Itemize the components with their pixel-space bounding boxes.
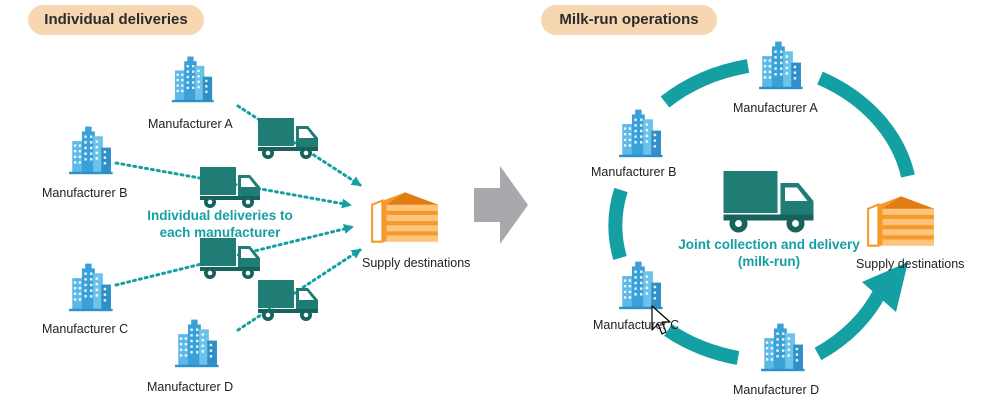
right-label-supply-destinations: Supply destinations — [856, 257, 965, 271]
building-icon — [69, 126, 113, 175]
truck-icon — [258, 280, 318, 321]
loop-arc-c-to-d — [664, 324, 740, 365]
right-label-manufacturer-c: Manufacturer C — [593, 318, 680, 332]
truck-icon — [200, 238, 260, 279]
left-label-supply-destinations: Supply destinations — [362, 256, 471, 270]
cursor-icon — [651, 305, 671, 335]
building-icon — [761, 323, 805, 372]
right-center-note-line2: (milk-run) — [737, 254, 801, 269]
loop-arc-a-to-dest — [817, 71, 915, 178]
loop-arc-b-to-c — [608, 187, 628, 260]
right-label-manufacturer-a: Manufacturer A — [733, 101, 818, 115]
warehouse-icon — [867, 195, 935, 247]
left-label-manufacturer-d: Manufacturer D — [147, 380, 234, 394]
milk-run-title: Milk-run operations — [541, 5, 717, 35]
right-center-note: Joint collection and delivery (milk-run) — [664, 236, 874, 270]
left-center-note: Individual deliveries to each manufactur… — [134, 207, 306, 241]
right-label-manufacturer-b: Manufacturer B — [591, 165, 677, 179]
loop-arc-d-to-dest — [814, 288, 887, 361]
truck-icon — [200, 167, 260, 208]
transition-arrow — [474, 166, 528, 244]
left-label-manufacturer-c: Manufacturer C — [42, 322, 129, 336]
left-label-manufacturer-b: Manufacturer B — [42, 186, 128, 200]
building-icon — [619, 109, 663, 158]
building-icon — [759, 41, 803, 90]
building-icon — [69, 263, 113, 312]
truck-icon — [258, 118, 318, 159]
left-center-note-line2: each manufacturer — [159, 225, 281, 240]
loop-arrowhead — [862, 262, 908, 312]
building-icon — [619, 261, 663, 310]
warehouse-icon — [371, 191, 439, 243]
left-label-manufacturer-a: Manufacturer A — [148, 117, 233, 131]
right-center-note-line1: Joint collection and delivery — [678, 237, 860, 252]
right-label-manufacturer-d: Manufacturer D — [733, 383, 820, 397]
truck-icon — [723, 171, 814, 233]
individual-deliveries-title: Individual deliveries — [28, 5, 204, 35]
loop-arc-top — [660, 59, 750, 108]
building-icon — [171, 56, 214, 103]
building-icon — [175, 319, 219, 368]
left-center-note-line1: Individual deliveries to — [147, 208, 293, 223]
